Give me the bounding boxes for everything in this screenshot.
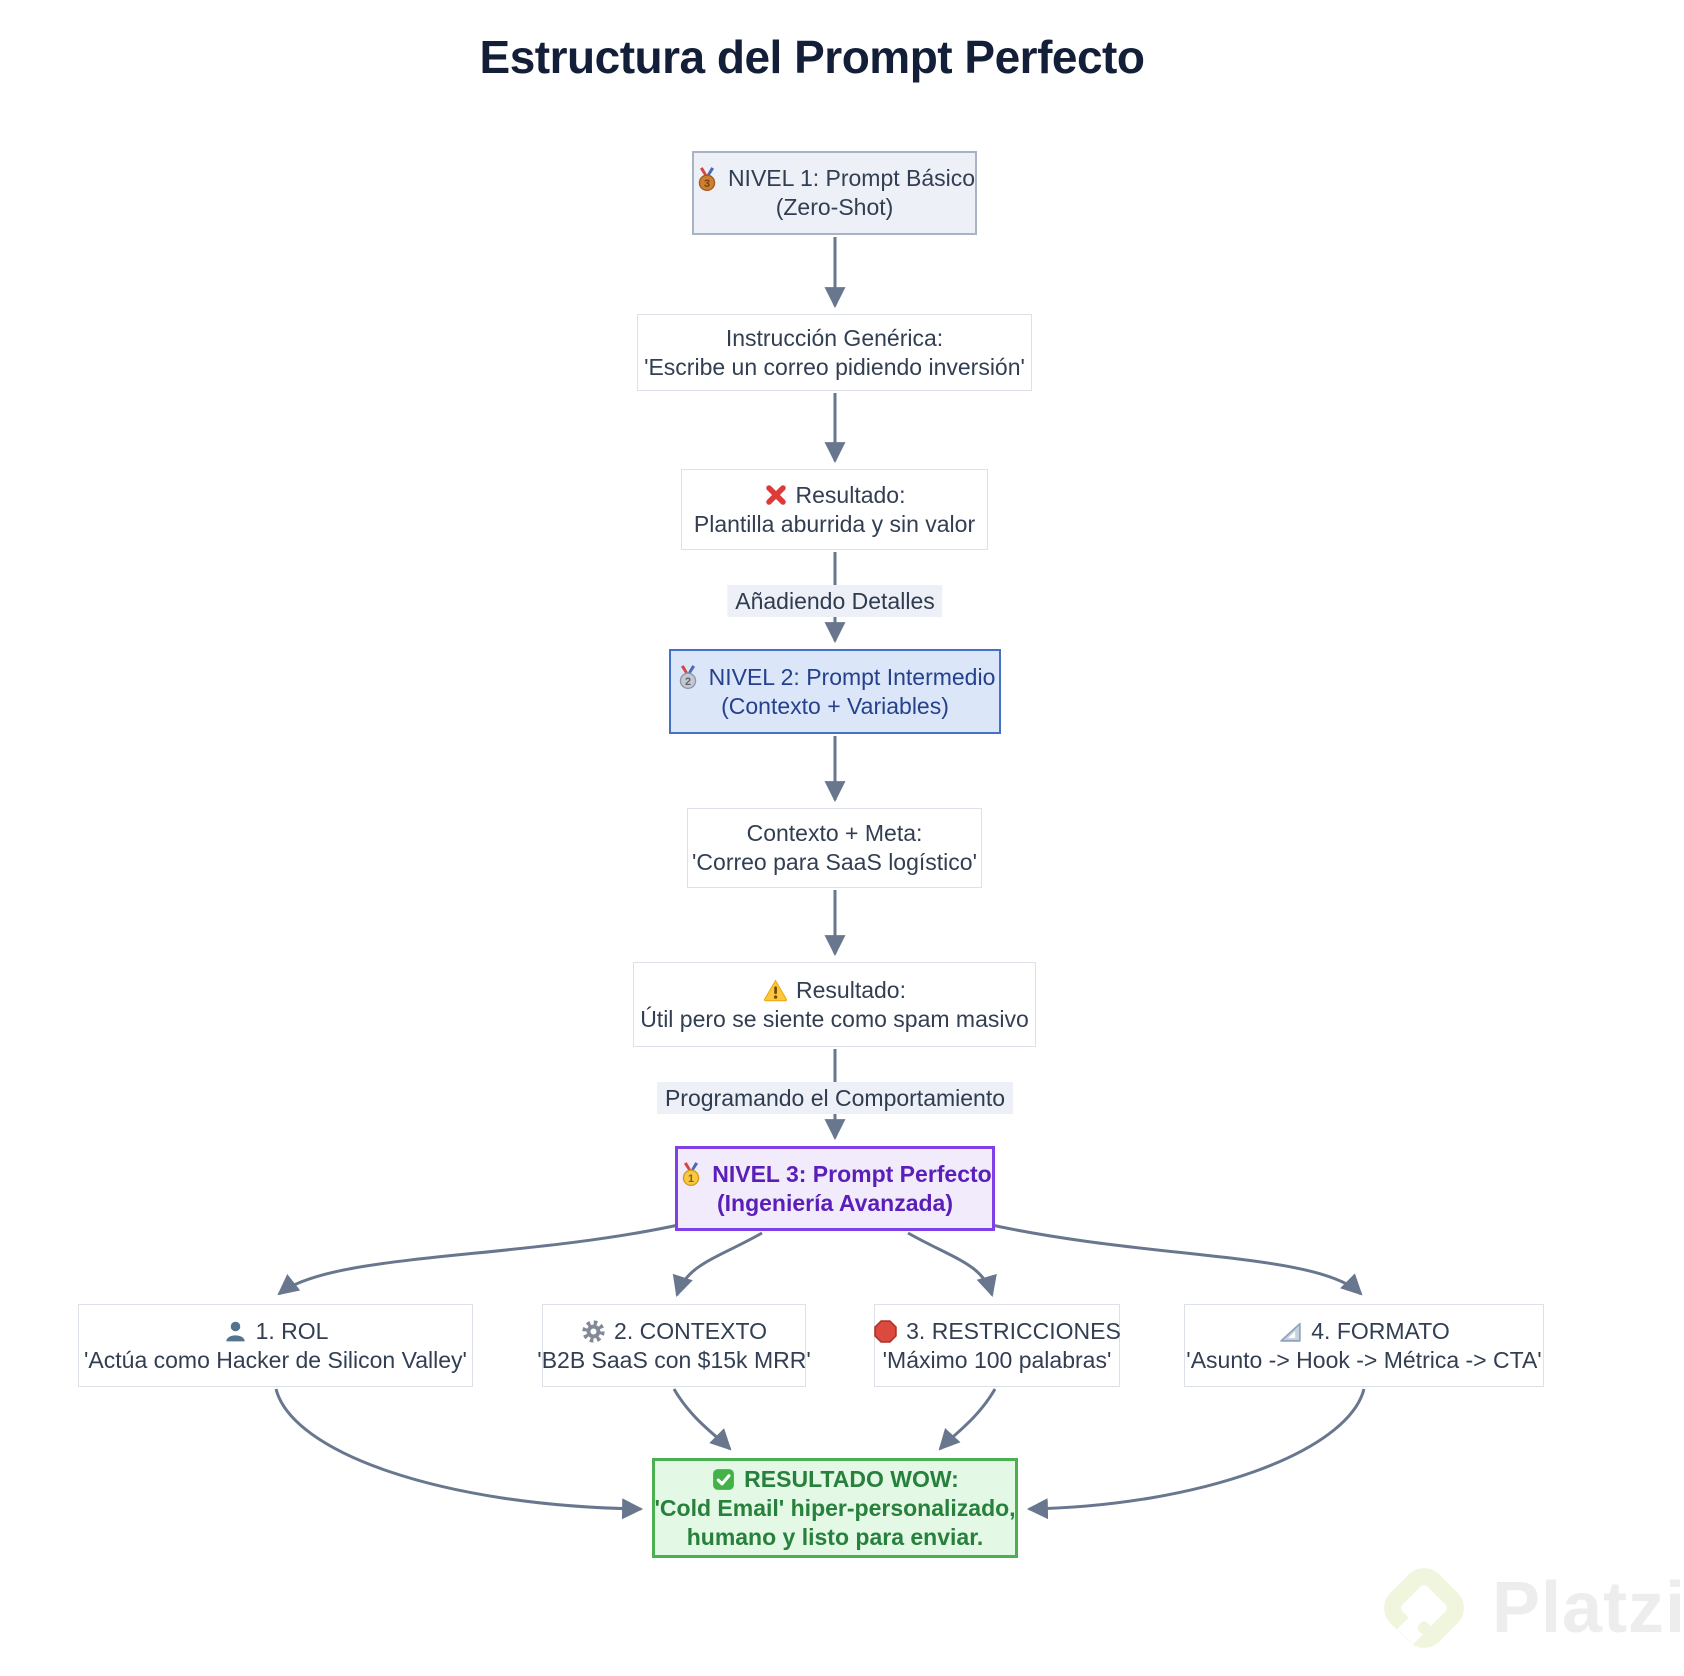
node-restricciones-line2: 'Máximo 100 palabras' [882, 1346, 1112, 1373]
platzi-logo-icon [1384, 1568, 1464, 1648]
edge-contexto2-wow [672, 1388, 732, 1451]
node-rol-line1: 1. ROL [255, 1317, 329, 1344]
node-contexto-meta-line2: 'Correo para SaaS logístico' [692, 849, 977, 875]
node-wow-line1: RESULTADO WOW: [744, 1465, 959, 1492]
node-contexto-line1: 2. CONTEXTO [614, 1317, 767, 1344]
bronze-medal-icon: 3 [698, 166, 716, 191]
node-resultado1-line1: Resultado: [795, 481, 906, 508]
platzi-watermark-text: Platzi [1492, 1568, 1684, 1648]
warning-icon [763, 979, 788, 1001]
node-nivel3-line1: NIVEL 3: Prompt Perfecto [712, 1160, 992, 1187]
edge-nivel3-formato [986, 1222, 1363, 1296]
edge-formato-wow [1026, 1388, 1366, 1520]
node-formato-line2: 'Asunto -> Hook -> Métrica -> CTA' [1186, 1346, 1542, 1373]
page-title: Estructura del Prompt Perfecto [479, 31, 1145, 83]
node-nivel2-line1: NIVEL 2: Prompt Intermedio [708, 663, 996, 690]
node-nivel2-line2: (Contexto + Variables) [721, 692, 949, 719]
node-contexto-line2: 'B2B SaaS con $15k MRR' [537, 1346, 811, 1373]
node-resultado2-line2: Útil pero se siente como spam masivo [640, 1005, 1029, 1032]
edge-label-adding-details: Añadiendo Detalles [727, 585, 943, 617]
node-resultado1-line2: Plantilla aburrida y sin valor [693, 510, 976, 537]
node-instruccion-generica: Instrucción Genérica: 'Escribe un correo… [637, 314, 1032, 391]
node-resultado-2: Resultado: Útil pero se siente como spam… [633, 962, 1036, 1047]
node-resultado2-line1: Resultado: [796, 976, 906, 1003]
svg-text:3: 3 [704, 178, 710, 190]
node-nivel1-line1: NIVEL 1: Prompt Básico [727, 165, 976, 191]
edge-rol-wow [274, 1388, 644, 1520]
edge-nivel3-rol [277, 1222, 684, 1296]
svg-text:2: 2 [685, 676, 691, 688]
node-instruccion-line1: Instrucción Genérica: [725, 324, 944, 351]
edge-nivel3-restricciones [907, 1231, 997, 1298]
edge-label-programming-behavior: Programando el Comportamiento [656, 1082, 1014, 1114]
node-wow-line3: humano y listo para enviar. [686, 1523, 984, 1550]
platzi-watermark: Platzi [1376, 1560, 1684, 1656]
check-box-icon [713, 1468, 735, 1490]
node-formato: 4. FORMATO 'Asunto -> Hook -> Métrica ->… [1184, 1304, 1544, 1387]
edge-restricciones-wow [938, 1388, 997, 1451]
edge-nivel3-contexto2 [672, 1231, 763, 1297]
node-nivel3-line2: (Ingeniería Avanzada) [716, 1189, 954, 1216]
person-icon [225, 1321, 245, 1341]
node-rol: 1. ROL 'Actúa como Hacker de Silicon Val… [78, 1304, 473, 1387]
node-nivel3: 1 NIVEL 3: Prompt Perfecto (Ingeniería A… [675, 1146, 995, 1231]
node-wow-line2: 'Cold Email' hiper-personalizado, [654, 1494, 1016, 1521]
node-resultado-1: Resultado: Plantilla aburrida y sin valo… [681, 469, 988, 550]
node-contexto: 2. CONTEXTO 'B2B SaaS con $15k MRR' [537, 1304, 811, 1387]
node-contexto-meta: Contexto + Meta: 'Correo para SaaS logís… [687, 808, 982, 888]
node-nivel1: 3 NIVEL 1: Prompt Básico (Zero-Shot) [692, 151, 977, 235]
svg-text:1: 1 [688, 1173, 694, 1185]
triangular-ruler-icon [1280, 1322, 1301, 1342]
node-contexto-meta-line1: Contexto + Meta: [746, 820, 923, 846]
silver-medal-icon: 2 [679, 665, 696, 690]
gold-medal-icon: 1 [683, 1162, 700, 1187]
gear-icon [582, 1319, 605, 1343]
node-restricciones: 3. RESTRICCIONES 'Máximo 100 palabras' [874, 1304, 1121, 1387]
node-instruccion-line2: 'Escribe un correo pidiendo inversión' [644, 353, 1025, 380]
node-resultado-wow: RESULTADO WOW: 'Cold Email' hiper-person… [652, 1458, 1018, 1558]
node-rol-line2: 'Actúa como Hacker de Silicon Valley' [84, 1346, 467, 1373]
node-nivel1-line2: (Zero-Shot) [775, 194, 894, 220]
node-formato-line1: 4. FORMATO [1311, 1317, 1450, 1344]
node-restricciones-line1: 3. RESTRICCIONES [906, 1317, 1121, 1344]
stop-sign-icon [874, 1319, 897, 1343]
cross-mark-icon [765, 485, 786, 505]
node-nivel2: 2 NIVEL 2: Prompt Intermedio (Contexto +… [669, 649, 1001, 734]
